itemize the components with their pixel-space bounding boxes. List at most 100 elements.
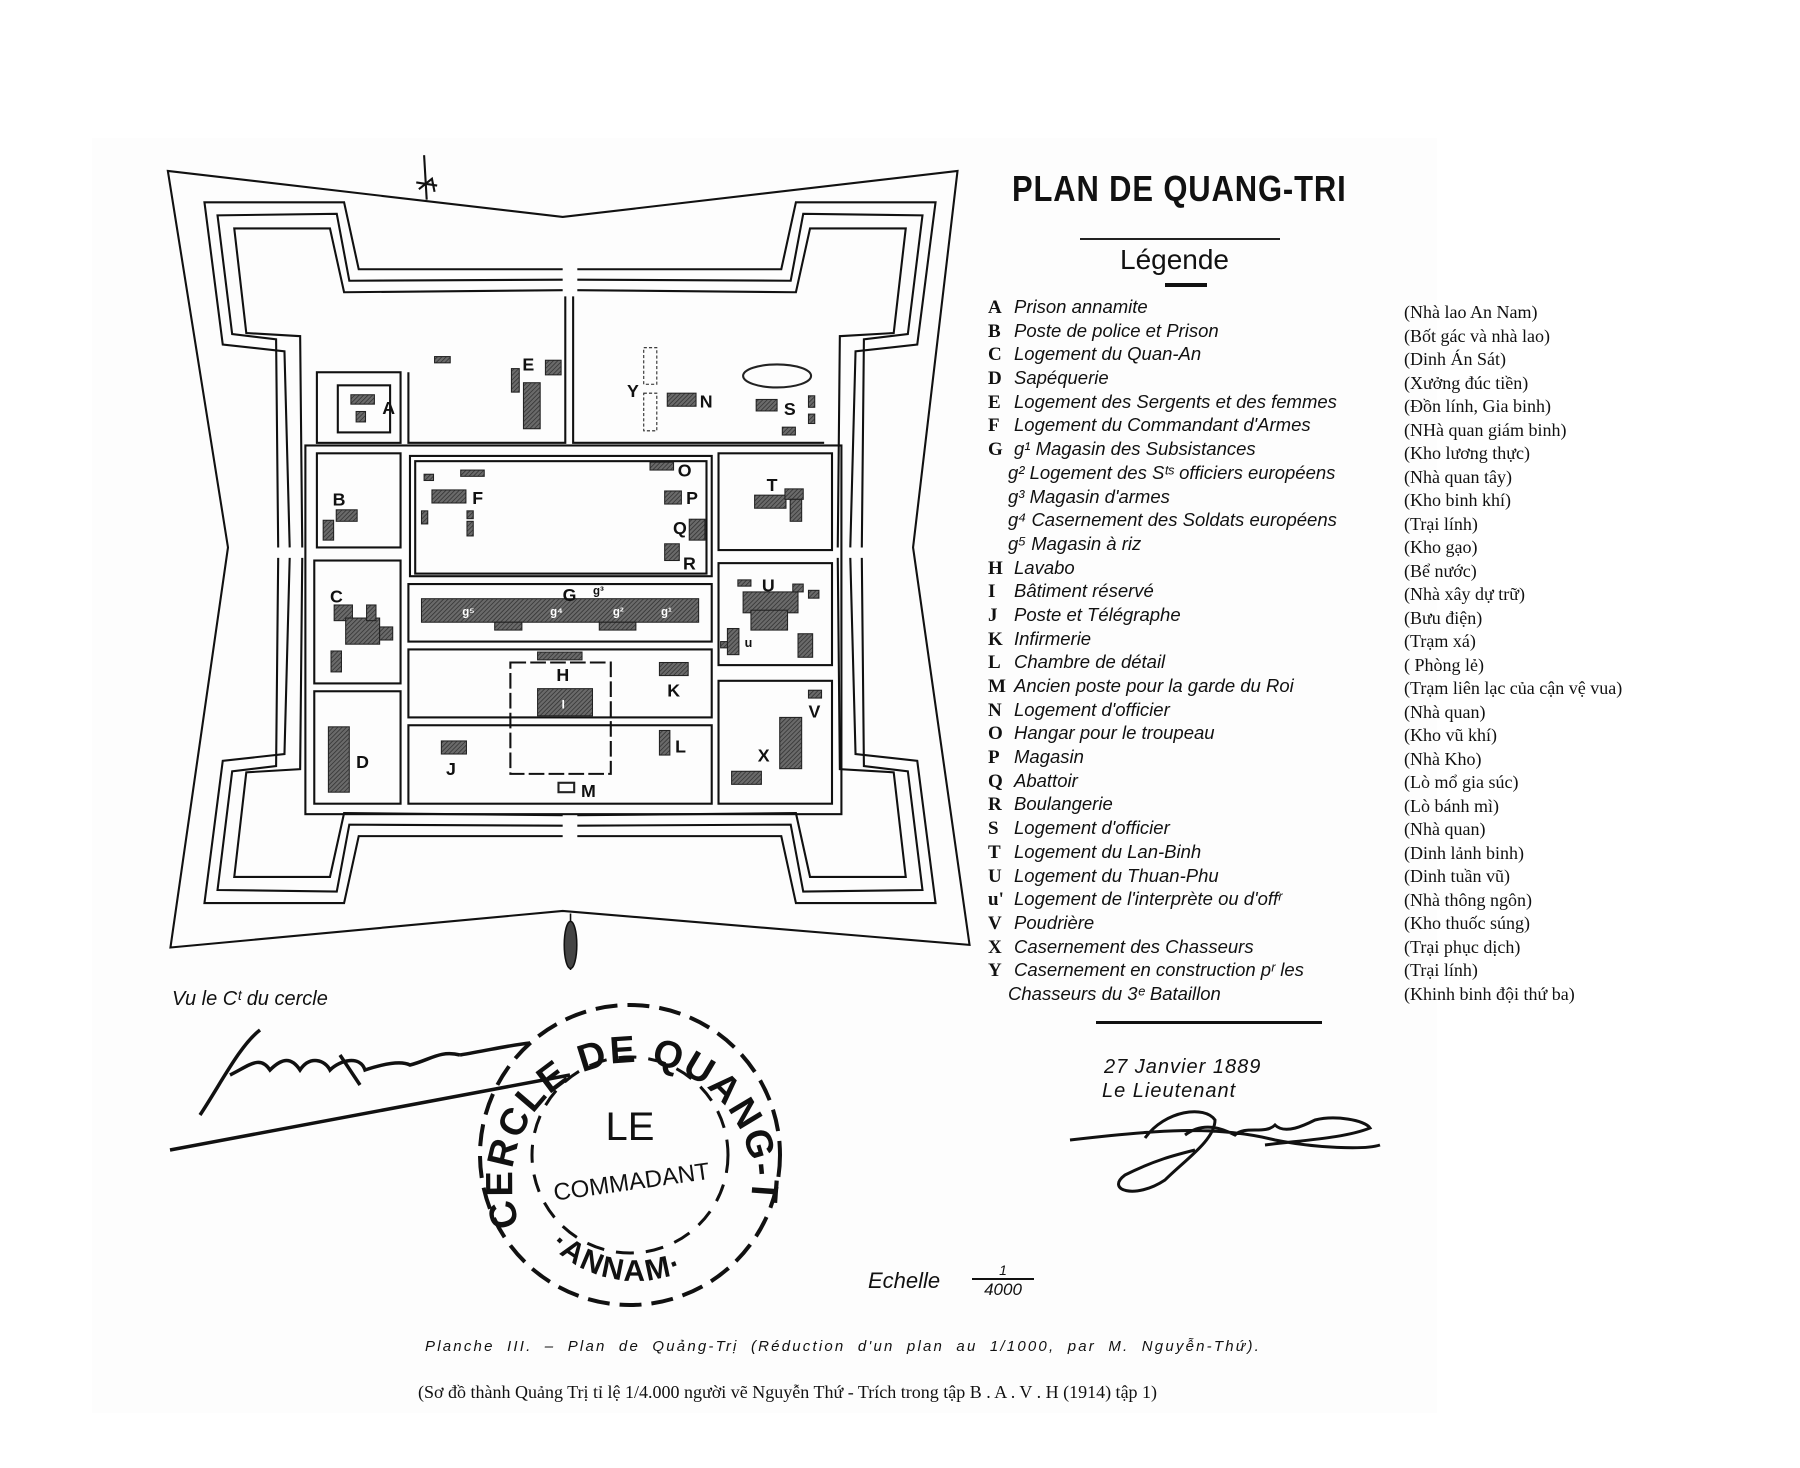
legend-translation: (Nhà quan) [1404, 819, 1486, 839]
map-label: g¹ [661, 606, 672, 618]
legend-translation: (Kho binh khí) [1404, 490, 1511, 510]
legend-text: g⁴ Casernement des Soldats européens [1008, 509, 1337, 531]
legend-key: Y [988, 960, 1002, 982]
legend-translation: (Trạm liên lạc của cận vệ vua) [1404, 678, 1623, 698]
map-label: J [446, 759, 456, 779]
legend-translation: (Kho lương thực) [1404, 443, 1531, 463]
legend-row: g³ Magasin d'armes [988, 486, 1343, 510]
signatory-title-left: Vu le Cᵗ du cercle [172, 988, 328, 1010]
signature-date: 27 Janvier 1889 [1104, 1056, 1262, 1078]
city-blocks [304, 296, 843, 816]
legend-text: Logement du Quan-An [1014, 343, 1202, 365]
legend-row: Chasseurs du 3ᵉ Bataillon [988, 983, 1343, 1007]
legend-row: u' Logement de l'interprète ou d'offʳ [988, 888, 1343, 912]
legend-translation: (Trại lính) [1404, 960, 1478, 980]
legend-text: Infirmerie [1014, 627, 1092, 649]
scale-numerator: 1 [972, 1262, 1034, 1280]
legend-key: u' [988, 889, 1004, 911]
legend-translation: (Trại phục dịch) [1404, 936, 1521, 957]
scale-denominator: 4000 [984, 1280, 1022, 1299]
map-label: g² [613, 606, 624, 618]
legend-text: Hangar pour le troupeau [1014, 722, 1215, 744]
legend-key: P [988, 747, 1000, 769]
map-label: M [581, 781, 596, 801]
map-label: V [808, 701, 820, 721]
legend-row: V Poudrière [988, 912, 1343, 936]
map-title: PLAN DE QUANG-TRI [1012, 168, 1347, 209]
legend-text: Chasseurs du 3ᵉ Bataillon [1008, 982, 1221, 1004]
legend-row: J Poste et Télégraphe [988, 604, 1343, 628]
legend-translation: (Kho vũ khí) [1404, 725, 1497, 745]
legend-text: g³ Magasin d'armes [1008, 485, 1170, 507]
map-label: P [686, 488, 698, 508]
legend-translation: (Nhà xây dự trữ) [1404, 584, 1525, 604]
legend-key: D [988, 368, 1002, 390]
map-label: K [667, 680, 680, 700]
legend-translation: (Bể nước) [1404, 560, 1477, 581]
legend-translation: (Xưởng đúc tiền) [1404, 372, 1529, 393]
legend-translation: (Dinh Án Sát) [1404, 349, 1506, 369]
legend-key: C [988, 344, 1002, 366]
map-label: Q [673, 518, 687, 538]
map-label: A [382, 398, 395, 418]
map-label: X [758, 745, 770, 765]
map-label: g⁵ [462, 606, 474, 618]
legend-translation: (Khinh binh đội thứ ba) [1404, 983, 1575, 1004]
legend-heading-divider [1165, 283, 1207, 287]
legend-key: R [988, 794, 1002, 816]
legend-translation: (Dinh lảnh binh) [1404, 842, 1524, 863]
legend-translation: (Trại lính) [1404, 513, 1478, 534]
legend-key: U [988, 865, 1002, 887]
scale-label: Echelle [868, 1268, 941, 1293]
legend-key: O [988, 723, 1003, 745]
legend-key: N [988, 699, 1002, 721]
legend-translation: (Lò mổ gia súc) [1404, 772, 1519, 792]
map-label: u [745, 636, 753, 650]
legend-key: G [988, 439, 1003, 461]
legend-key: V [988, 912, 1002, 934]
map-label: B [333, 490, 346, 510]
map-label: N [700, 391, 713, 411]
legend-text: Logement du Lan-Binh [1014, 840, 1202, 862]
legend-end-divider [1096, 1021, 1322, 1024]
legend-text: Logement du Thuan-Phu [1014, 864, 1219, 886]
legend-row: D Sapéquerie [988, 367, 1343, 391]
legend-text: Poste et Télégraphe [1014, 603, 1181, 625]
legend-text: Logement du Commandant d'Armes [1014, 414, 1311, 436]
legend-key: X [988, 936, 1002, 958]
legend-key: L [988, 652, 1001, 674]
legend-text: Logement d'officier [1014, 817, 1170, 839]
map-label: U [762, 575, 775, 595]
legend-row: U Logement du Thuan-Phu [988, 865, 1343, 889]
legend-text: Sapéquerie [1014, 367, 1109, 389]
outer-glacis [166, 169, 971, 949]
map-label: D [356, 752, 369, 772]
legend-translation: (Bưu điện) [1404, 607, 1483, 628]
stamp-center-line-2: COMMADANT [552, 1158, 712, 1207]
legend-text: Boulangerie [1014, 793, 1113, 815]
legend-text: Prison annamite [1014, 296, 1148, 317]
legend-row: g⁵ Magasin à riz [988, 533, 1343, 557]
legend-key: H [988, 557, 1003, 579]
legend-key: I [988, 581, 996, 603]
scale-fraction: 1 4000 [972, 1262, 1034, 1300]
legend-text: Casernement des Chasseurs [1014, 935, 1254, 957]
legend-heading: Légende [1120, 244, 1230, 275]
legend-translation: (Nhà quan tây) [1404, 466, 1512, 487]
legend-translation: (Nhà thông ngôn) [1404, 889, 1532, 910]
legend-row: R Boulangerie [988, 793, 1343, 817]
legend-key: T [988, 841, 1001, 863]
legend-text: Logement de l'interprète ou d'offʳ [1014, 888, 1283, 910]
caption-vietnamese: (Sơ đồ thành Quảng Trị tỉ lệ 1/4.000 ngư… [418, 1382, 1158, 1402]
legend-text: Lavabo [1014, 556, 1075, 578]
map-label: S [784, 399, 796, 419]
legend-text: Poudrière [1014, 911, 1095, 933]
legend-key: J [988, 604, 998, 626]
